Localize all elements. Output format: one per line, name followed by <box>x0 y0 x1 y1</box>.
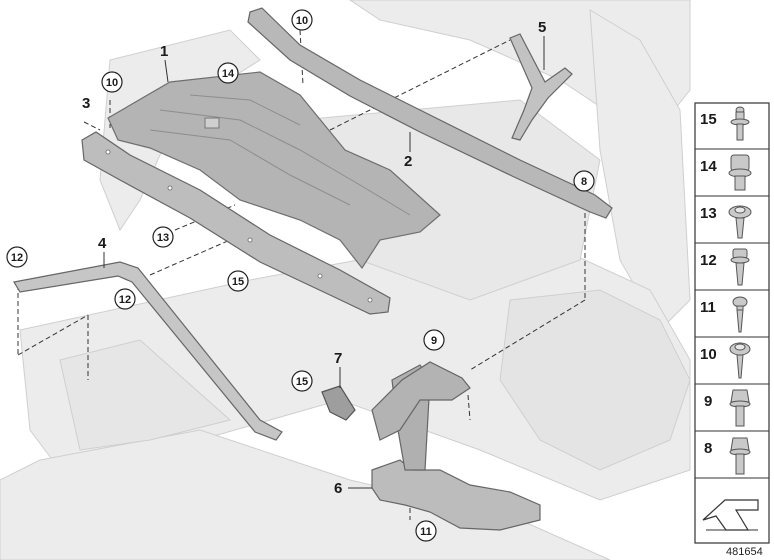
callout-10b: 10 <box>106 77 118 89</box>
part-3-lower-cross-member <box>81 131 391 315</box>
callout-14: 14 <box>222 68 235 80</box>
callouts-circled-labels: 8 9 10 10 11 12 12 13 14 15 15 <box>11 15 587 538</box>
part-2-upper-cross-member <box>247 7 613 219</box>
fastener-label-9: 9 <box>704 393 712 410</box>
callout-13: 13 <box>157 232 169 244</box>
flange-screw-icon <box>730 248 750 286</box>
fastener-label-11: 11 <box>700 299 716 316</box>
part-7-small-bracket <box>321 385 356 421</box>
leader-lines <box>17 29 586 520</box>
part-1-tab <box>204 117 220 129</box>
callouts-circled <box>6 9 595 542</box>
fastener-label-8: 8 <box>704 440 712 457</box>
fastener-label-13: 13 <box>700 205 717 222</box>
fastener-list: 15 14 13 12 11 10 9 8 <box>694 102 770 544</box>
wide-flange-screw-icon <box>729 342 751 379</box>
callout-4: 4 <box>98 235 107 252</box>
fastener-label-14: 14 <box>700 158 717 175</box>
callout-5: 5 <box>538 19 546 36</box>
callout-12a: 12 <box>11 252 23 264</box>
fastener-label-12: 12 <box>700 252 717 269</box>
part-1-ribs <box>149 94 411 216</box>
bolt-slim-icon <box>730 106 750 141</box>
fastener-label-15: 15 <box>700 111 717 128</box>
callout-15b: 15 <box>296 376 308 388</box>
view-direction-arrow-icon <box>702 499 759 531</box>
nut-flange-icon <box>728 154 752 191</box>
callout-10a: 10 <box>296 15 308 27</box>
callout-12b: 12 <box>119 294 131 306</box>
hex-flange-bolt-icon <box>729 389 751 427</box>
part-4-strut-brace <box>13 261 283 441</box>
callout-1: 1 <box>160 43 168 60</box>
callout-6: 6 <box>334 480 342 497</box>
callouts-plain: 1 2 3 4 5 6 7 <box>82 19 546 497</box>
washer-screw-icon <box>728 205 752 239</box>
part-3-holes <box>105 149 373 303</box>
callout-8: 8 <box>581 176 587 188</box>
part-1-heat-shield <box>107 71 441 270</box>
part-9-mount-bracket <box>371 361 471 441</box>
callout-11: 11 <box>420 526 432 538</box>
callout-3: 3 <box>82 95 90 112</box>
callout-15a: 15 <box>232 276 244 288</box>
fastener-label-10: 10 <box>700 346 717 363</box>
part-5-bracket <box>509 33 573 141</box>
callout-7: 7 <box>334 350 342 367</box>
callout-2: 2 <box>404 153 412 170</box>
pan-screw-icon <box>732 296 748 333</box>
hex-bolt-icon <box>729 437 751 475</box>
diagram-id: 481654 <box>726 546 763 558</box>
callout-9: 9 <box>431 335 437 347</box>
